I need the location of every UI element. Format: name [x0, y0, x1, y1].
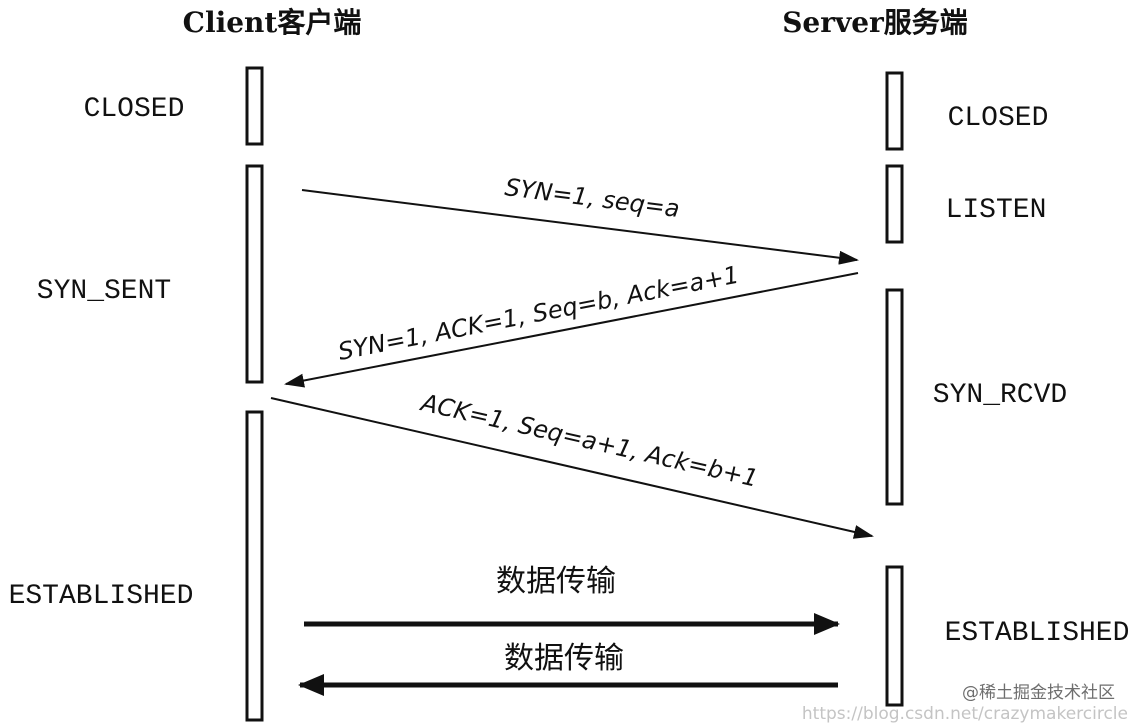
label-data-backward: 数据传输: [504, 641, 624, 676]
server-bar-listen: [885, 164, 904, 244]
server-state-established: ESTABLISHED: [945, 618, 1130, 649]
server-state-closed: CLOSED: [948, 103, 1049, 134]
watermark-url: https://blog.csdn.net/crazymakercircle: [802, 704, 1128, 724]
server-bar-closed: [885, 71, 904, 151]
server-bar-established: [885, 565, 904, 707]
server-header: Server服务端: [782, 6, 968, 39]
message-syn-ack: SYN=1, ACK=1, Seq=b, Ack=a+1: [336, 261, 741, 366]
client-state-established: ESTABLISHED: [9, 581, 194, 612]
message-ack: ACK=1, Seq=a+1, Ack=b+1: [417, 388, 761, 493]
server-state-syn-rcvd: SYN_RCVD: [933, 380, 1067, 411]
client-header: Client客户端: [183, 6, 362, 39]
server-state-listen: LISTEN: [946, 195, 1047, 226]
label-data-forward: 数据传输: [496, 564, 616, 599]
server-bar-syn-rcvd: [885, 288, 904, 506]
client-state-closed: CLOSED: [84, 94, 185, 125]
message-syn: SYN=1, seq=a: [503, 173, 681, 223]
arrow-ack: [270, 397, 874, 539]
client-bar-syn-sent: [245, 164, 264, 384]
arrow-syn-ack: [284, 272, 859, 388]
client-bar-closed: [245, 66, 264, 146]
watermark-site: @稀土掘金技术社区: [962, 683, 1115, 703]
client-bar-established: [245, 410, 264, 722]
client-state-syn-sent: SYN_SENT: [37, 276, 171, 307]
arrow-syn: [301, 189, 859, 265]
